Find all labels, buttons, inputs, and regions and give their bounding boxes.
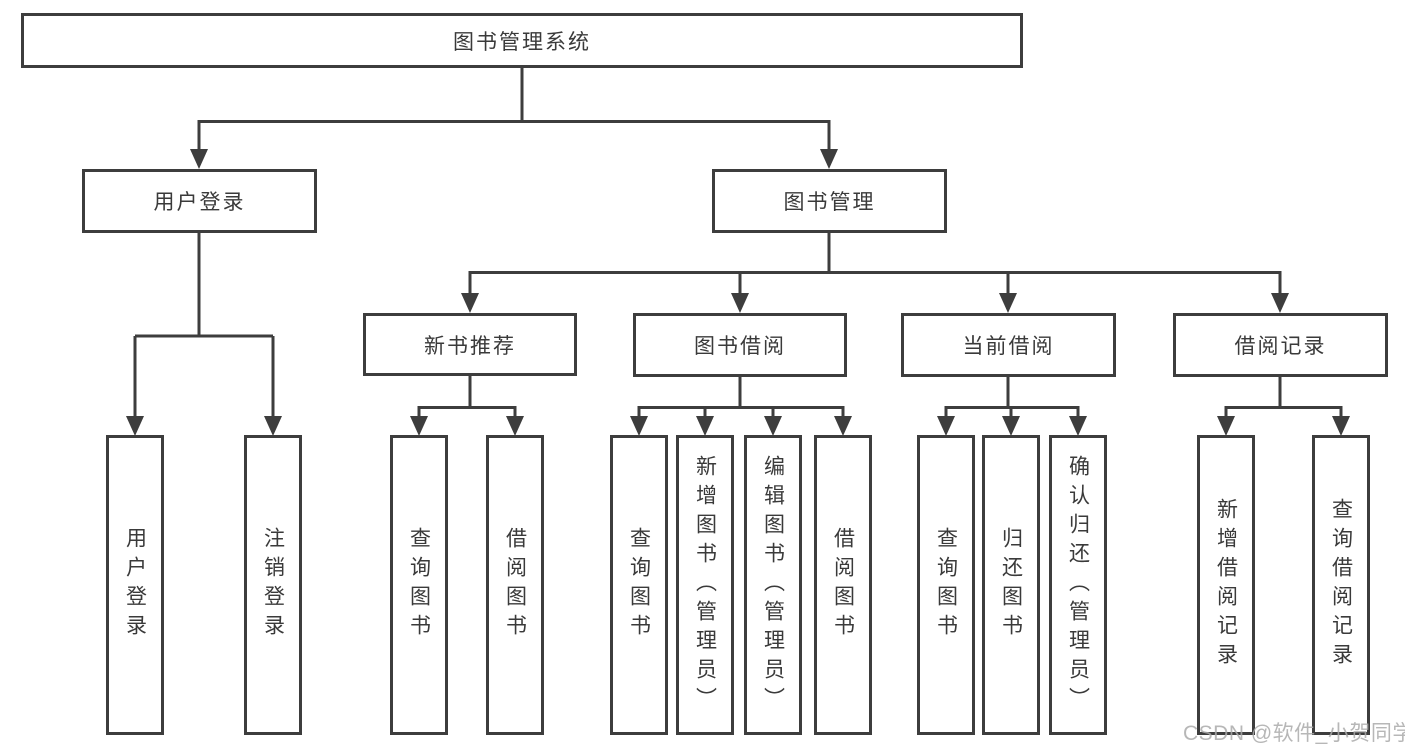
- leaf-confirm-return-admin: 确认归还（管理员）: [1049, 435, 1107, 735]
- leaf-borrow-book-recommend: 借阅图书: [486, 435, 544, 735]
- watermark: CSDN @软件_小贺同学: [1183, 722, 1405, 745]
- node-book-borrow: 图书借阅: [633, 313, 847, 377]
- leaf-user-login: 用户登录: [106, 435, 164, 735]
- node-new-book-recommend: 新书推荐: [363, 313, 577, 376]
- leaf-edit-book-admin: 编辑图书（管理员）: [744, 435, 802, 735]
- node-library-system: 图书管理系统: [21, 13, 1023, 68]
- node-current-borrow: 当前借阅: [901, 313, 1116, 377]
- node-book-management: 图书管理: [712, 169, 947, 233]
- leaf-add-book-admin: 新增图书（管理员）: [676, 435, 734, 735]
- node-borrow-records: 借阅记录: [1173, 313, 1388, 377]
- leaf-borrow-book: 借阅图书: [814, 435, 872, 735]
- leaf-query-book-borrow: 查询图书: [610, 435, 668, 735]
- leaf-query-book-recommend: 查询图书: [390, 435, 448, 735]
- node-user-login: 用户登录: [82, 169, 317, 233]
- leaf-logout: 注销登录: [244, 435, 302, 735]
- leaf-query-borrow-record: 查询借阅记录: [1312, 435, 1370, 735]
- leaf-return-book: 归还图书: [982, 435, 1040, 735]
- leaf-add-borrow-record: 新增借阅记录: [1197, 435, 1255, 735]
- leaf-query-book-current: 查询图书: [917, 435, 975, 735]
